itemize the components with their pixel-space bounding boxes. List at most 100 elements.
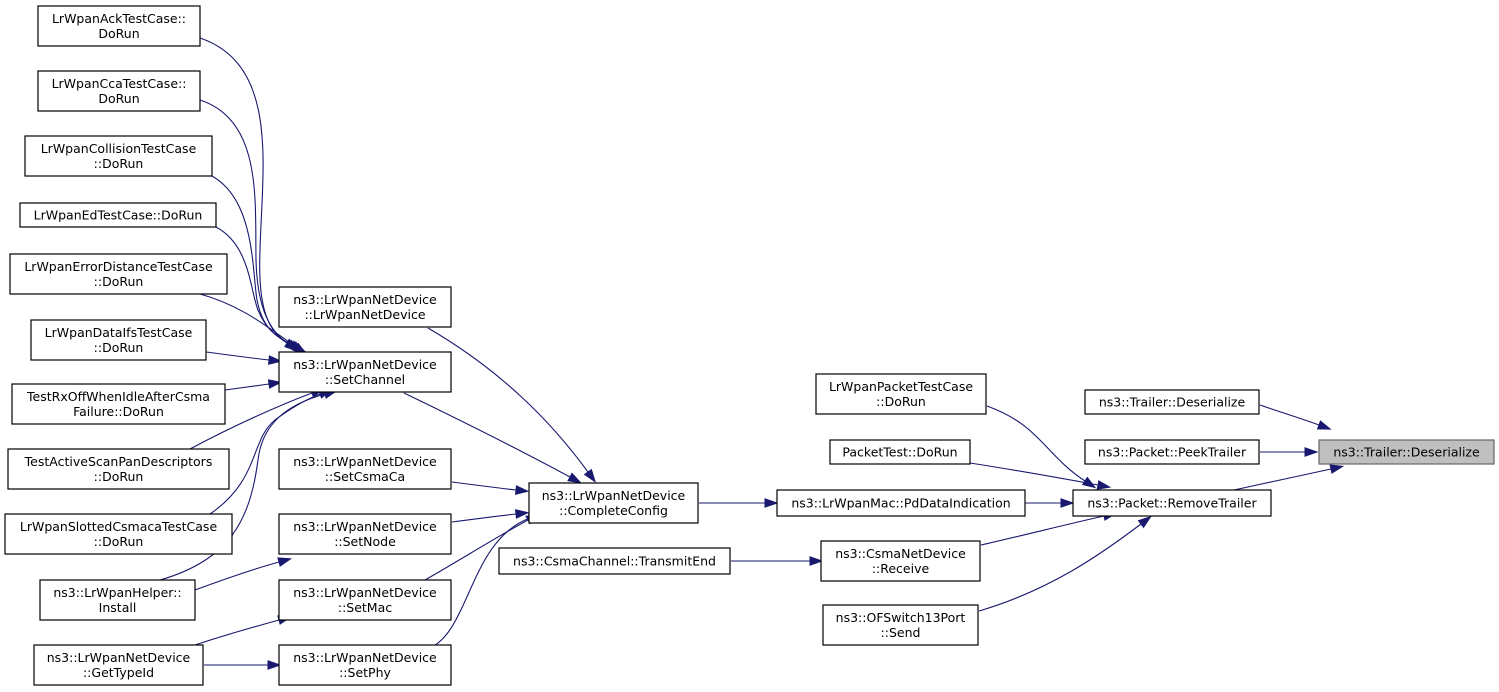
node-box bbox=[528, 482, 699, 524]
call-edge bbox=[205, 351, 270, 361]
node-lrwpanedtestcase-dorun[interactable]: LrWpanEdTestCase::DoRun bbox=[19, 202, 217, 228]
node-box bbox=[24, 135, 213, 177]
node-label: ::SetPhy bbox=[339, 665, 391, 680]
node-label: ns3::LrWpanNetDevice bbox=[293, 519, 437, 534]
node-box bbox=[4, 513, 233, 555]
node-csmachannel-transmitend[interactable]: ns3::CsmaChannel::TransmitEnd bbox=[498, 547, 731, 575]
node-box bbox=[278, 513, 452, 555]
arrowhead bbox=[583, 468, 596, 483]
call-edge bbox=[978, 523, 1142, 612]
node-label: ns3::Trailer::Deserialize bbox=[1333, 445, 1480, 460]
node-label: ns3::LrWpanNetDevice bbox=[293, 454, 437, 469]
node-box bbox=[39, 579, 196, 621]
node-lrwpancollisiontestcase-dorun[interactable]: LrWpanCollisionTestCase::DoRun bbox=[24, 135, 213, 177]
node-lrwpannetdevice-setphy[interactable]: ns3::LrWpanNetDevice::SetPhy bbox=[278, 644, 452, 686]
node-label: ::Receive bbox=[872, 561, 930, 576]
node-lrwpanhelper-install[interactable]: ns3::LrWpanHelper::Install bbox=[39, 579, 196, 621]
node-label: ns3::Packet::RemoveTrailer bbox=[1087, 496, 1257, 511]
node-box bbox=[278, 286, 452, 328]
call-edge bbox=[429, 517, 531, 649]
node-label: ns3::LrWpanNetDevice bbox=[293, 292, 437, 307]
node-box bbox=[33, 644, 204, 686]
arrowhead bbox=[1081, 476, 1097, 489]
node-box bbox=[278, 448, 452, 490]
arrowhead bbox=[277, 557, 293, 567]
node-lrwpannetdevice-completeconfig[interactable]: ns3::LrWpanNetDevice::CompleteConfig bbox=[528, 482, 699, 524]
node-label: ::SetChannel bbox=[325, 372, 405, 387]
call-edge bbox=[189, 392, 313, 450]
node-lrwpanpackettestcase-dorun[interactable]: LrWpanPacketTestCase::DoRun bbox=[815, 373, 987, 415]
node-box bbox=[7, 448, 230, 490]
call-edge bbox=[969, 462, 1099, 486]
node-label: ns3::LrWpanNetDevice bbox=[293, 585, 437, 600]
node-box bbox=[815, 373, 987, 415]
node-label: ::SetMac bbox=[338, 600, 392, 615]
node-csmanetdevice-receive[interactable]: ns3::CsmaNetDevice::Receive bbox=[820, 540, 981, 582]
call-edge bbox=[1233, 468, 1332, 491]
node-box bbox=[1084, 439, 1260, 465]
call-nodes: ns3::Trailer::Deserializens3::Trailer::D… bbox=[4, 5, 1495, 686]
arrowhead bbox=[809, 556, 824, 566]
call-edge bbox=[451, 513, 517, 523]
node-lrwpanmac-pddataindication[interactable]: ns3::LrWpanMac::PdDataIndication bbox=[776, 489, 1026, 517]
node-box bbox=[498, 547, 731, 575]
node-box bbox=[19, 202, 217, 228]
call-edge bbox=[215, 226, 295, 347]
node-label: DoRun bbox=[98, 91, 139, 106]
node-trailer-deserialize-root[interactable]: ns3::Trailer::Deserialize bbox=[1318, 439, 1495, 465]
node-trailer-deserialize[interactable]: ns3::Trailer::Deserialize bbox=[1084, 389, 1260, 415]
node-label: ::GetTypeId bbox=[83, 665, 154, 680]
node-packettest-dorun[interactable]: PacketTest::DoRun bbox=[829, 439, 971, 465]
node-testactivescanpandescriptors-dorun[interactable]: TestActiveScanPanDescriptors::DoRun bbox=[7, 448, 230, 490]
node-label: DoRun bbox=[98, 26, 139, 41]
arrowhead bbox=[267, 660, 282, 670]
node-label: ns3::LrWpanNetDevice bbox=[293, 357, 437, 372]
node-lrwpanslottedcsmacatestcase-dorun[interactable]: LrWpanSlottedCsmacaTestCase::DoRun bbox=[4, 513, 233, 555]
node-lrwpanerrordistancetestcase-dorun[interactable]: LrWpanErrorDistanceTestCase::DoRun bbox=[9, 253, 228, 295]
node-label: ::SetCsmaCa bbox=[325, 469, 405, 484]
node-lrwpannetdevice-setmac[interactable]: ns3::LrWpanNetDevice::SetMac bbox=[278, 579, 452, 621]
arrowhead bbox=[514, 509, 530, 519]
call-edge bbox=[224, 383, 270, 391]
node-lrwpannetdevice-gettypeid[interactable]: ns3::LrWpanNetDevice::GetTypeId bbox=[33, 644, 204, 686]
node-lrwpandataifstestcase-dorun[interactable]: LrWpanDataIfsTestCase::DoRun bbox=[30, 319, 207, 361]
call-edge bbox=[451, 481, 517, 491]
node-label: ns3::LrWpanNetDevice bbox=[293, 650, 437, 665]
node-lrwpanacktestcase-dorun[interactable]: LrWpanAckTestCase::DoRun bbox=[37, 5, 201, 47]
node-label: ::DoRun bbox=[94, 469, 144, 484]
node-label: ::DoRun bbox=[94, 534, 144, 549]
node-box bbox=[278, 351, 452, 393]
node-label: ns3::LrWpanHelper:: bbox=[53, 585, 181, 600]
node-label: ns3::LrWpanNetDevice bbox=[542, 488, 686, 503]
call-edge bbox=[199, 37, 288, 344]
node-box bbox=[30, 319, 207, 361]
node-label: ::DoRun bbox=[876, 394, 926, 409]
call-edge bbox=[424, 519, 529, 581]
node-packet-removetrailer[interactable]: ns3::Packet::RemoveTrailer bbox=[1072, 489, 1272, 517]
node-packet-peektrailer[interactable]: ns3::Packet::PeekTrailer bbox=[1084, 439, 1260, 465]
node-box bbox=[820, 540, 981, 582]
node-label: LrWpanErrorDistanceTestCase bbox=[24, 259, 213, 274]
arrowhead bbox=[267, 355, 283, 365]
node-lrwpannetdevice-setcsmaca[interactable]: ns3::LrWpanNetDevice::SetCsmaCa bbox=[278, 448, 452, 490]
node-label: ::DoRun bbox=[94, 274, 144, 289]
node-lrwpannetdevice-ctor[interactable]: ns3::LrWpanNetDevice::LrWpanNetDevice bbox=[278, 286, 452, 328]
node-box bbox=[776, 489, 1026, 517]
call-edge bbox=[159, 393, 326, 581]
node-lrwpannetdevice-setnode[interactable]: ns3::LrWpanNetDevice::SetNode bbox=[278, 513, 452, 555]
node-ofswitch13port-send[interactable]: ns3::OFSwitch13Port::Send bbox=[822, 604, 979, 646]
node-label: ns3::LrWpanMac::PdDataIndication bbox=[791, 496, 1010, 511]
node-lrwpanccatestcase-dorun[interactable]: LrWpanCcaTestCase::DoRun bbox=[37, 70, 201, 112]
node-box bbox=[278, 644, 452, 686]
node-label: LrWpanPacketTestCase bbox=[829, 379, 973, 394]
call-edge bbox=[427, 327, 589, 473]
arrowhead bbox=[764, 498, 779, 508]
call-edge bbox=[199, 99, 290, 345]
node-label: ::DoRun bbox=[94, 340, 144, 355]
node-label: LrWpanSlottedCsmacaTestCase bbox=[20, 519, 218, 534]
node-label: ns3::Packet::PeekTrailer bbox=[1098, 445, 1247, 460]
node-lrwpannetdevice-setchannel[interactable]: ns3::LrWpanNetDevice::SetChannel bbox=[278, 351, 452, 393]
node-box bbox=[9, 253, 228, 295]
arrowhead bbox=[1096, 480, 1112, 490]
